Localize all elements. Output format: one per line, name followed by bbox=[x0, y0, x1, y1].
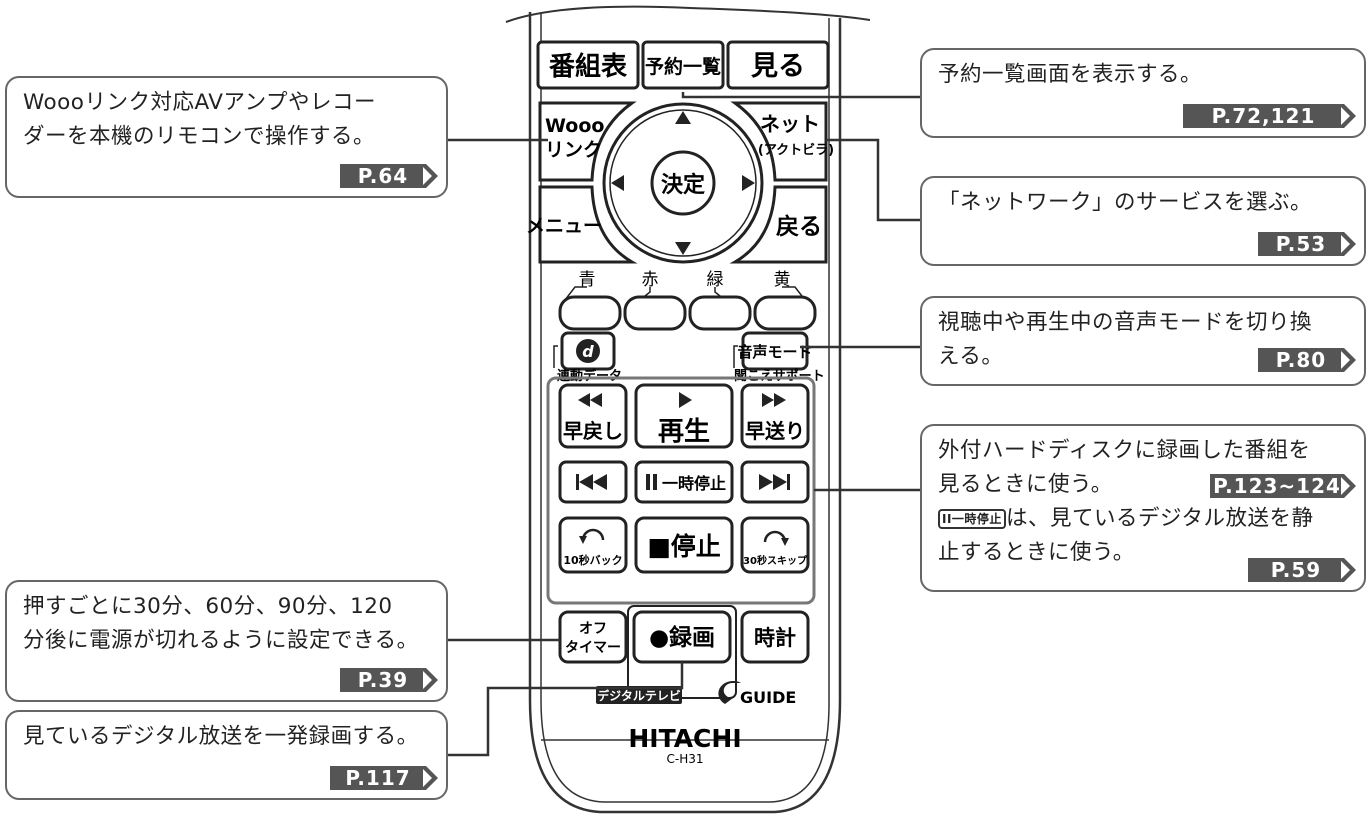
callout-hdd-control: 外付ハードディスクに録画した番組を 見るときに使う。 II一時停止は、見ているデ… bbox=[920, 424, 1366, 592]
hayamodoshi-button[interactable]: 早戻し bbox=[558, 383, 628, 449]
bangumi-button[interactable]: 番組表 bbox=[536, 40, 640, 90]
callout-text: える。 bbox=[938, 344, 1004, 369]
back10-button[interactable]: 10秒バック bbox=[558, 516, 628, 574]
yellow-button[interactable] bbox=[753, 295, 817, 331]
svg-text:タイマー: タイマー bbox=[565, 640, 621, 656]
off-timer-button[interactable]: オフ タイマー bbox=[558, 610, 628, 664]
callout-text: 視聴中や再生中の音声モードを切り換 bbox=[938, 310, 1313, 335]
callout-text: 予約一覧画面を表示する。 bbox=[938, 62, 1203, 87]
blue-button[interactable] bbox=[558, 295, 622, 331]
wooo-link-button[interactable]: Wooo リンク bbox=[538, 101, 637, 182]
color-buttons: 青 赤 緑 黄 bbox=[564, 270, 806, 301]
callout-text: ダーを本機のリモコンで操作する。 bbox=[23, 124, 376, 149]
callout-text: 止するときに使う。 bbox=[938, 540, 1135, 565]
skip-forward-button[interactable] bbox=[740, 460, 810, 504]
svg-text:青: 青 bbox=[579, 270, 596, 290]
pause-key-icon: II一時停止 bbox=[938, 509, 1006, 529]
callout-onsei-mode: 視聴中や再生中の音声モードを切り換 える。 P.80 bbox=[920, 296, 1366, 386]
svg-text:決定: 決定 bbox=[661, 172, 705, 198]
red-button[interactable] bbox=[623, 295, 687, 331]
svg-text:リンク: リンク bbox=[545, 139, 602, 161]
svg-text:番組表: 番組表 bbox=[549, 51, 628, 82]
callout-text: 見ているデジタル放送を一発録画する。 bbox=[23, 724, 419, 749]
saisei-button[interactable]: 再生 bbox=[634, 383, 734, 449]
svg-text:ネット: ネット bbox=[760, 112, 820, 136]
digital-tv-logo: デジタルテレビ bbox=[596, 686, 682, 704]
page-ref: P.117 bbox=[330, 766, 440, 790]
arrow-down-icon[interactable] bbox=[675, 242, 691, 255]
callout-off-timer: 押すごとに30分、60分、90分、120 分後に電源が切れるように設定できる。 … bbox=[5, 580, 448, 702]
arrow-right-icon[interactable] bbox=[742, 175, 755, 191]
skip30-button[interactable]: 30秒スキップ bbox=[740, 516, 810, 574]
brand-logo: HITACHI bbox=[628, 724, 741, 753]
page-ref: P.123~124 bbox=[1210, 474, 1358, 498]
svg-text:30秒スキップ: 30秒スキップ bbox=[743, 554, 808, 567]
d-data-button[interactable]: d bbox=[560, 331, 616, 371]
svg-text:一時停止: 一時停止 bbox=[662, 474, 726, 493]
miru-button[interactable]: 見る bbox=[726, 40, 830, 90]
svg-text:d: d bbox=[582, 342, 594, 361]
callout-text: 「ネットワーク」のサービスを選ぶ。 bbox=[938, 190, 1313, 215]
callout-rokuga: 見ているデジタル放送を一発録画する。 P.117 bbox=[5, 710, 448, 800]
modoru-button[interactable]: 戻る bbox=[729, 185, 828, 264]
net-actvila-button[interactable]: ネット (アクトビラ) bbox=[730, 101, 834, 182]
svg-text:早送り: 早送り bbox=[745, 419, 805, 443]
svg-text:Wooo: Wooo bbox=[545, 115, 604, 137]
skip-back-button[interactable] bbox=[558, 460, 628, 504]
svg-text:予約一覧: 予約一覧 bbox=[645, 55, 721, 78]
callout-network: 「ネットワーク」のサービスを選ぶ。 P.53 bbox=[920, 176, 1366, 266]
page-ref: P.39 bbox=[340, 668, 440, 692]
callout-text: 見るときに使う。 bbox=[938, 472, 1113, 497]
page-ref: P.80 bbox=[1258, 348, 1358, 372]
teishi-button[interactable]: ■停止 bbox=[634, 516, 734, 574]
ichiji-teishi-button[interactable]: 一時停止 bbox=[634, 460, 734, 504]
arrow-up-icon[interactable] bbox=[675, 111, 691, 124]
svg-text:聞こえサポート: 聞こえサポート bbox=[734, 368, 825, 384]
svg-text:赤: 赤 bbox=[642, 270, 659, 290]
model-number: C-H31 bbox=[666, 752, 703, 766]
page-ref: P.53 bbox=[1258, 232, 1358, 256]
svg-text:戻る: 戻る bbox=[776, 214, 822, 240]
svg-text:GUIDE: GUIDE bbox=[740, 688, 796, 707]
callout-yoyaku-ichiran: 予約一覧画面を表示する。 P.72,121 bbox=[920, 48, 1366, 138]
kettei-button[interactable]: 決定 bbox=[650, 150, 716, 216]
hayaokuri-button[interactable]: 早送り bbox=[740, 383, 810, 449]
svg-text:黄: 黄 bbox=[774, 270, 791, 290]
callout-text: II一時停止は、見ているデジタル放送を静 bbox=[938, 502, 1350, 536]
menu-button[interactable]: メニュー bbox=[526, 185, 638, 264]
svg-text:再生: 再生 bbox=[658, 417, 710, 447]
svg-text:早戻し: 早戻し bbox=[563, 419, 623, 443]
gguide-logo: GUIDE bbox=[718, 680, 796, 707]
onsei-mode-button[interactable]: 音声モード bbox=[737, 331, 813, 371]
yoyaku-ichiran-button[interactable]: 予約一覧 bbox=[641, 40, 725, 90]
callout-text: 分後に電源が切れるように設定できる。 bbox=[23, 628, 419, 653]
svg-text:●録画: ●録画 bbox=[649, 624, 715, 651]
svg-text:見る: 見る bbox=[751, 51, 805, 82]
svg-text:メニュー: メニュー bbox=[526, 215, 602, 237]
page-ref: P.64 bbox=[340, 164, 440, 188]
svg-text:連動データ: 連動データ bbox=[557, 368, 622, 384]
green-button[interactable] bbox=[688, 295, 752, 331]
tokei-button[interactable]: 時計 bbox=[740, 610, 810, 664]
arrow-left-icon[interactable] bbox=[611, 175, 624, 191]
svg-text:時計: 時計 bbox=[754, 626, 796, 650]
page-ref: P.72,121 bbox=[1183, 104, 1358, 128]
rokuga-button[interactable]: ●録画 bbox=[632, 610, 732, 664]
leader-lines bbox=[448, 92, 920, 757]
svg-text:10秒バック: 10秒バック bbox=[563, 553, 622, 567]
callout-text: 外付ハードディスクに録画した番組を bbox=[938, 438, 1311, 463]
callout-wooo-link: Woooリンク対応AVアンプやレコー ダーを本機のリモコンで操作する。 P.64 bbox=[5, 76, 448, 198]
callout-text: 押すごとに30分、60分、90分、120 bbox=[23, 594, 393, 619]
page-ref: P.59 bbox=[1248, 558, 1358, 582]
svg-text:■停止: ■停止 bbox=[647, 532, 721, 561]
svg-text:(アクトビラ): (アクトビラ) bbox=[758, 142, 834, 158]
svg-text:緑: 緑 bbox=[707, 270, 724, 290]
svg-text:音声モード: 音声モード bbox=[737, 343, 812, 361]
callout-text: Woooリンク対応AVアンプやレコー bbox=[23, 90, 376, 115]
svg-text:オフ: オフ bbox=[579, 621, 607, 637]
svg-text:デジタルテレビ: デジタルテレビ bbox=[597, 688, 681, 703]
